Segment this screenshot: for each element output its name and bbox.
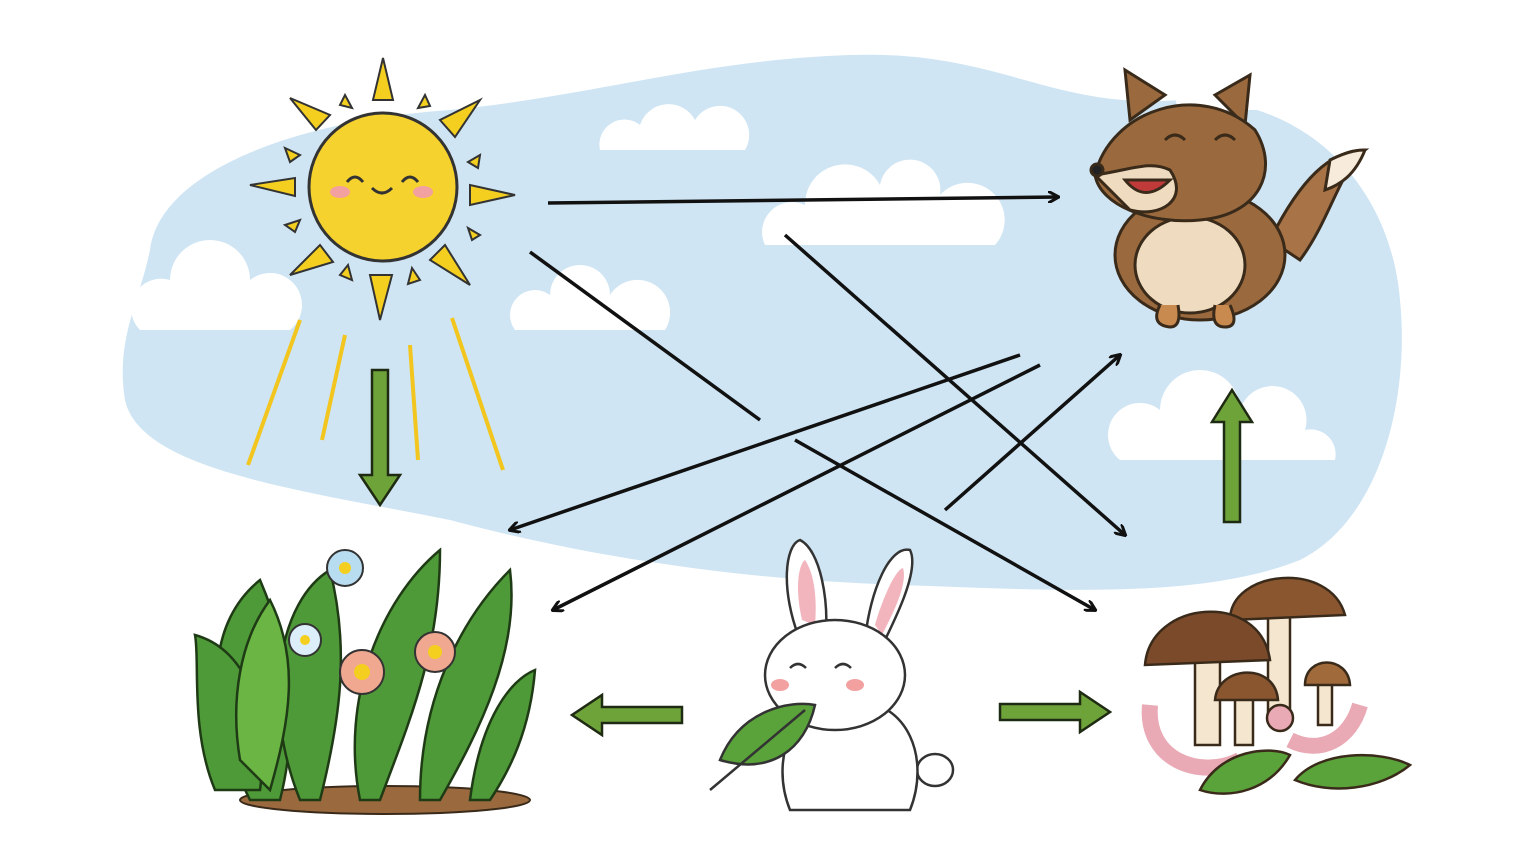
arrow-to-plants-2 bbox=[553, 363, 1041, 610]
plants-icon bbox=[193, 547, 537, 815]
arrow-mushrooms-to-wolf bbox=[1209, 387, 1255, 524]
arrows bbox=[510, 197, 1125, 610]
mushrooms-worms-icon bbox=[1141, 576, 1413, 795]
arrow-to-plants-1 bbox=[510, 353, 1021, 530]
flower-icon bbox=[288, 549, 456, 695]
rabbit-icon bbox=[709, 538, 955, 812]
arrow-to-wolf bbox=[943, 355, 1120, 512]
cloud bbox=[131, 240, 303, 330]
wolf-icon bbox=[1089, 67, 1370, 329]
cloud bbox=[762, 159, 1005, 245]
arrow-to-mushrooms-1 bbox=[783, 233, 1125, 535]
green-arrows bbox=[357, 368, 1255, 738]
arrow-sun-to-mushrooms-a bbox=[528, 250, 762, 422]
cloud bbox=[599, 104, 750, 150]
arrow-sun-to-plants bbox=[357, 368, 403, 508]
arrow-rabbit-to-mushrooms bbox=[998, 689, 1113, 735]
sun-icon bbox=[246, 57, 516, 471]
arrow-rabbit-to-plants bbox=[569, 692, 684, 738]
arrow-sun-to-mushrooms-b bbox=[794, 438, 1095, 610]
arrow-sun-to-wolf bbox=[547, 197, 1058, 205]
